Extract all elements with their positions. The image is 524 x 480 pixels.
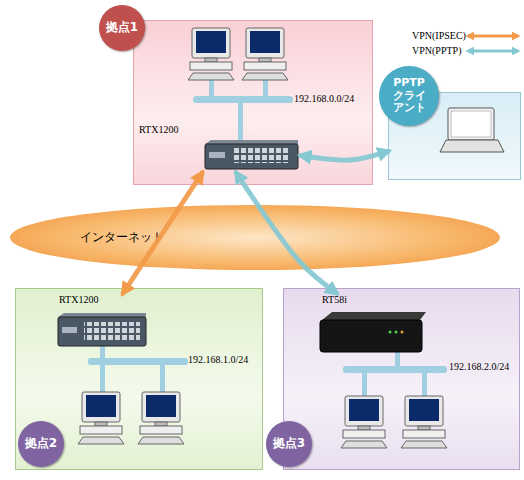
- legend-sample: [468, 50, 518, 53]
- device-label: RT58i: [322, 294, 347, 305]
- subnet-label: 192.168.0.0/24: [294, 93, 354, 104]
- legend-sample: [468, 35, 518, 38]
- subnet-label: 192.168.1.0/24: [188, 354, 248, 365]
- legend-text: VPN(PPTP): [412, 45, 461, 56]
- device-label: RTX1200: [139, 124, 178, 135]
- legend-text: VPN(IPSEC): [412, 30, 466, 41]
- site-box: 拠点3RT58i: [283, 288, 520, 470]
- router-node: RTX1200: [136, 123, 301, 173]
- badge-label: 拠点1: [99, 5, 145, 51]
- router-node: RTX1200: [56, 293, 151, 353]
- badge-label: PPTP クライ アント: [379, 66, 439, 126]
- router-node: RT58i: [319, 293, 431, 359]
- site-box: 拠点2 RTX1200: [15, 288, 263, 470]
- internet-cloud: インターネット: [10, 205, 500, 270]
- badge-label: 拠点2: [18, 421, 64, 467]
- subnet-label: 192.168.2.0/24: [449, 361, 509, 372]
- cloud-label: インターネット: [80, 205, 164, 270]
- badge-label: 拠点3: [266, 421, 312, 467]
- client-box: PPTP クライ アント: [388, 92, 521, 180]
- device-label: RTX1200: [59, 294, 98, 305]
